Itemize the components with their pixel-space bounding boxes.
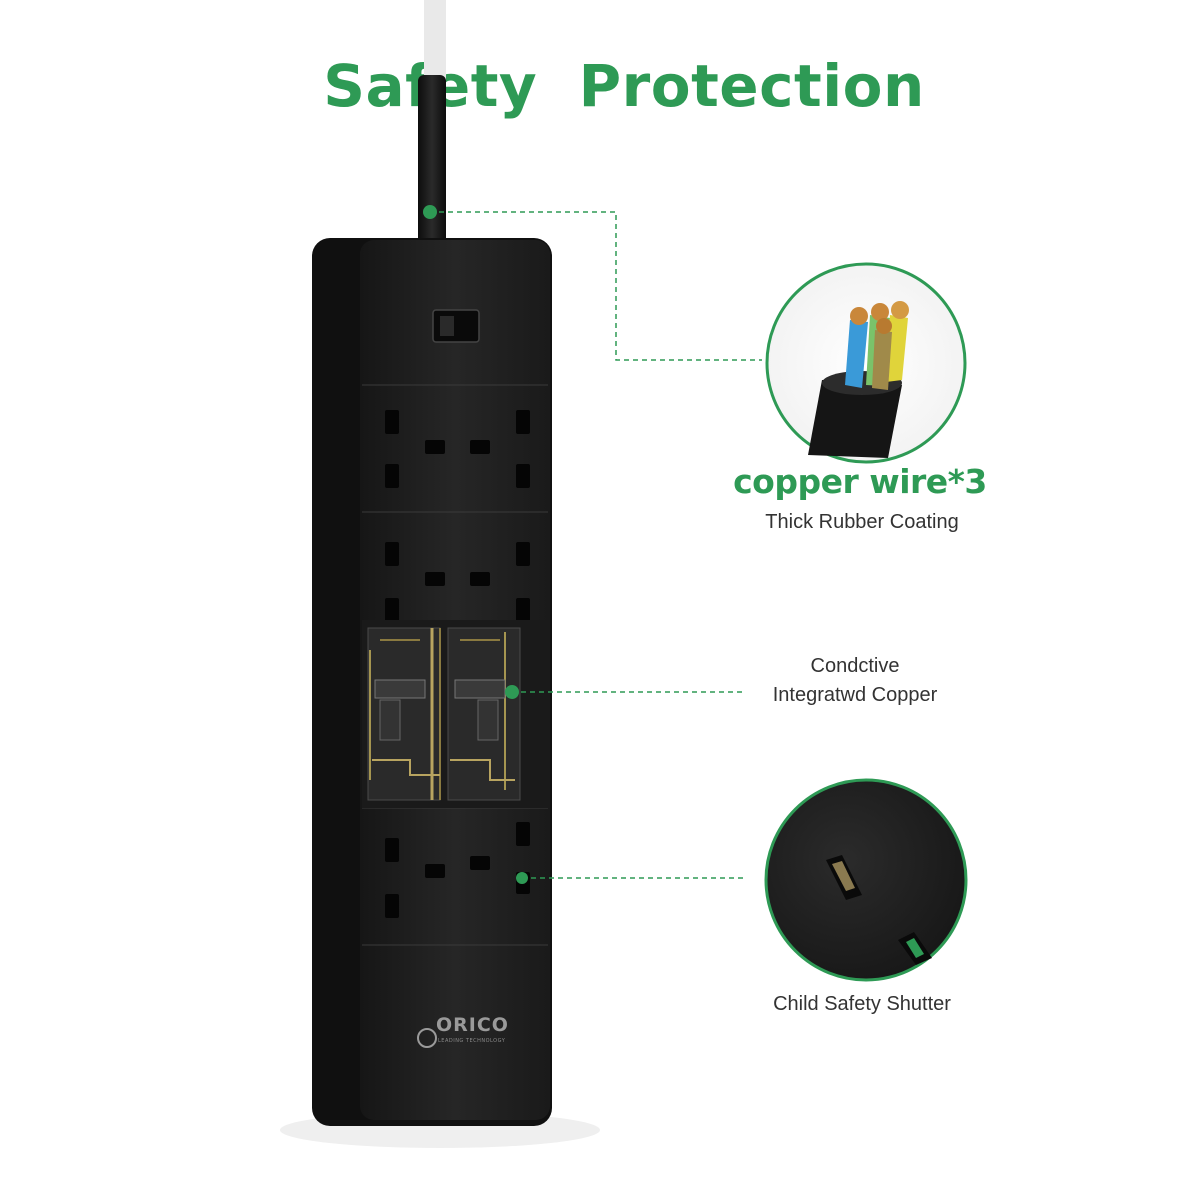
title-word-protection: Protection <box>578 52 925 120</box>
socket-2 <box>385 542 530 622</box>
power-cable <box>418 75 446 245</box>
brand-logo-text: ORICO <box>436 1014 509 1036</box>
socket-1 <box>385 410 530 488</box>
thick-rubber-caption: Thick Rubber Coating <box>765 511 959 533</box>
shutter-closeup <box>764 778 968 982</box>
internal-copper-cutaway <box>362 620 548 808</box>
brand-logo-icon <box>417 1028 437 1048</box>
power-switch-rocker <box>440 316 454 336</box>
brand-tagline: LEADING TECHNOLOGY <box>438 1038 506 1044</box>
cable-leader-line <box>430 211 762 361</box>
child-shutter-caption: Child Safety Shutter <box>773 993 951 1015</box>
copper-caption-line2: Integratwd Copper <box>772 684 938 706</box>
copper-caption-line1: Condctive <box>810 655 900 677</box>
wire-closeup <box>765 262 967 464</box>
power-switch[interactable] <box>432 309 480 343</box>
copper-wire-headline: copper wire*3 <box>733 462 987 501</box>
